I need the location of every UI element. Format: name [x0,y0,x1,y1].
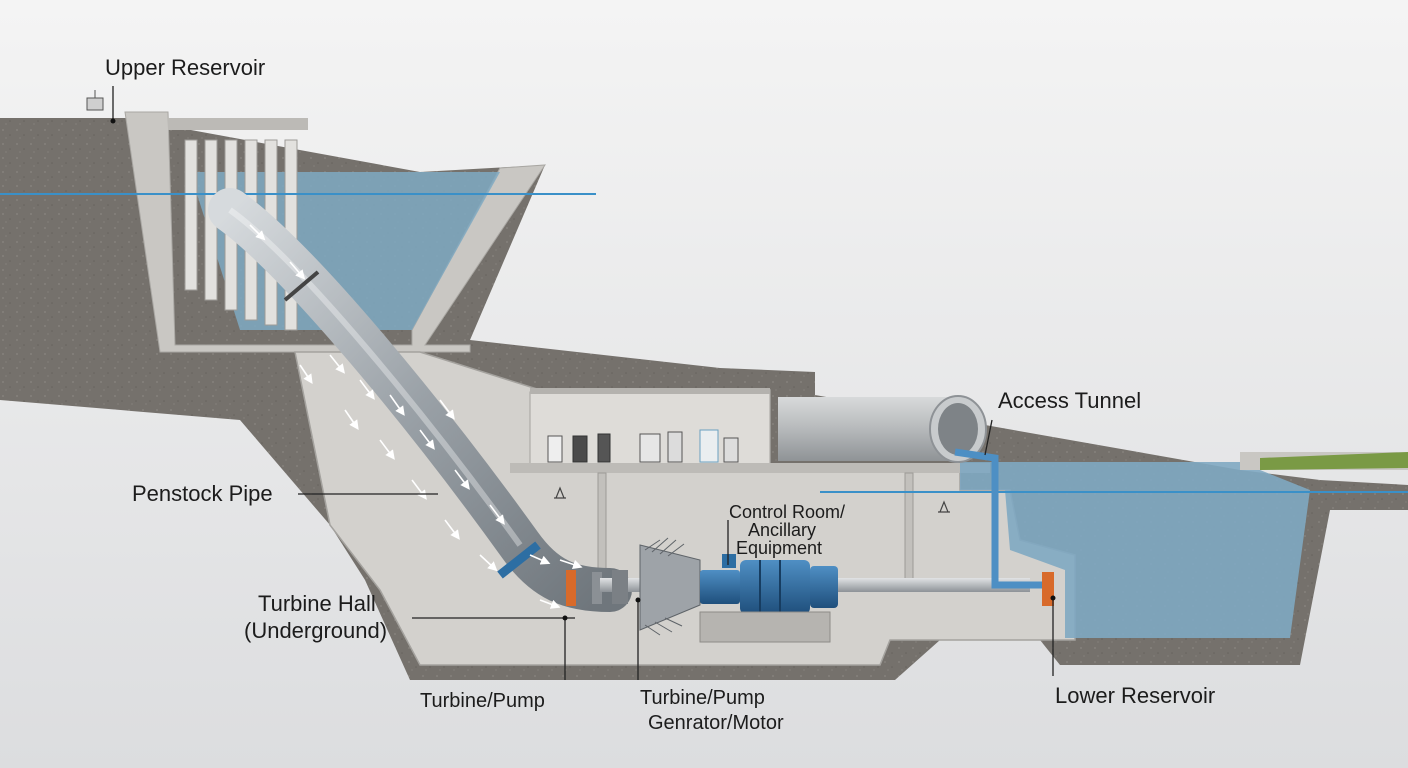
outlet-valve [1042,572,1054,606]
label-access-tunnel: Access Tunnel [998,388,1141,413]
label-turbine-hall-2: (Underground) [244,618,387,643]
label-lower-reservoir: Lower Reservoir [1055,683,1215,708]
control-room-ceiling [530,388,770,394]
control-cabinets [547,429,739,463]
label-control-room-3: Equipment [736,538,822,558]
label-turbine-hall-1: Turbine Hall [258,591,376,616]
label-upper-reservoir: Upper Reservoir [105,55,265,80]
label-control-room-1: Control Room/ [729,502,845,522]
turbine-runner [612,537,701,636]
dam-crest [168,118,308,130]
flow-arrow-icon [249,224,583,609]
tailrace-pipe [954,448,1045,589]
access-tunnel [778,395,987,463]
label-generator-1: Turbine/Pump [640,687,765,709]
generator-motor [699,554,838,643]
label-penstock-pipe: Penstock Pipe [132,481,273,506]
label-generator-2: Genrator/Motor [648,712,784,734]
label-control-room-2: Ancillary [748,520,816,540]
label-turbine-pump: Turbine/Pump [420,690,545,712]
lower-reservoir-water [960,462,1310,638]
control-room-floor [510,463,990,473]
dam-equipment [86,90,104,111]
vent-icon [554,486,950,513]
grass-bank [1260,452,1408,470]
penstock-pipe [208,188,632,612]
leader-lines [110,86,1056,680]
pipe-flanges [283,270,602,606]
